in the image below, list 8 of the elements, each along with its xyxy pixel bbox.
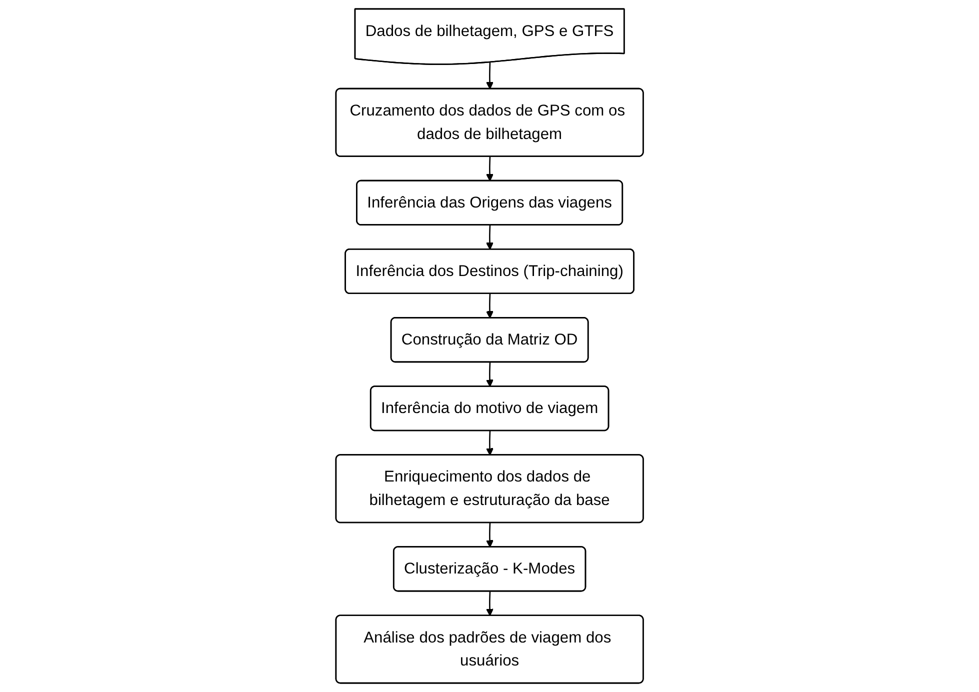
arrow: [486, 362, 494, 388]
arrow: [486, 522, 494, 548]
arrow: [486, 591, 494, 616]
arrow: [486, 294, 494, 318]
arrow: [486, 225, 494, 250]
arrow: [486, 430, 494, 456]
arrow: [486, 156, 494, 182]
arrow: [486, 62, 494, 90]
